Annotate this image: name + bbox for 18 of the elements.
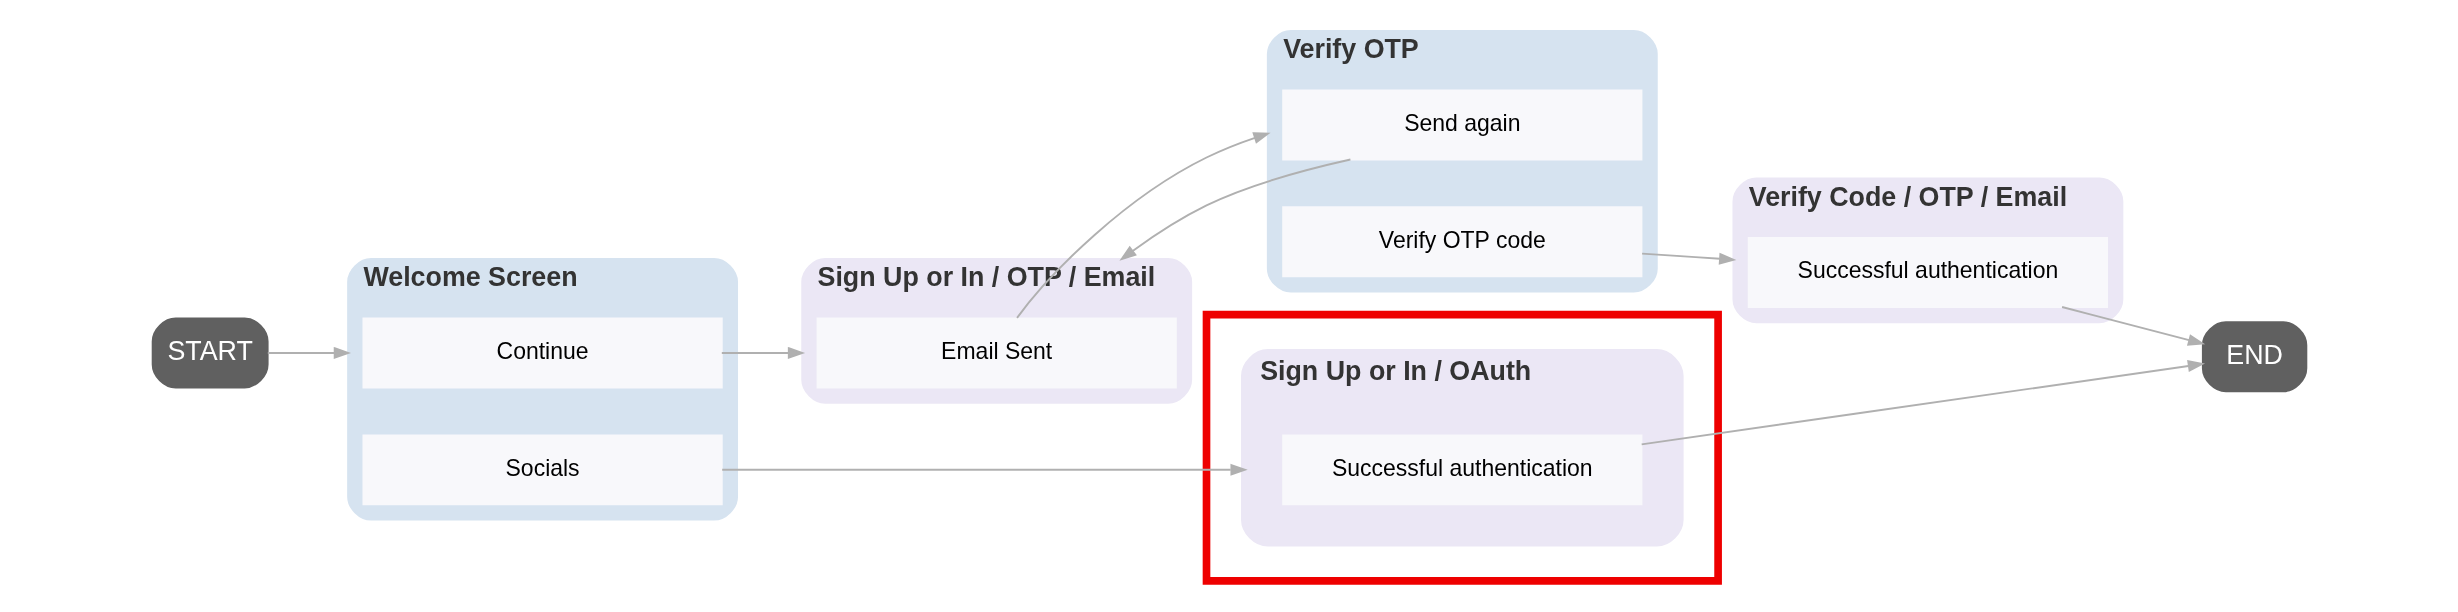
node-box: START xyxy=(151,317,269,389)
arrow xyxy=(720,463,1248,476)
node-box: END xyxy=(2201,321,2307,393)
node-box: Successful authentication xyxy=(1747,237,2108,308)
node-box: Verify OTP code xyxy=(1281,206,1642,278)
arrow xyxy=(2060,306,2205,346)
arrow xyxy=(720,346,805,359)
arrow xyxy=(1640,360,2205,446)
node-box: Socials xyxy=(361,434,723,506)
node-box: Email Sent xyxy=(816,317,1177,389)
node-box: Successful authentication xyxy=(1281,434,1642,506)
arrow xyxy=(1015,132,1271,319)
arrow xyxy=(1118,158,1351,261)
arrow xyxy=(1640,252,1736,265)
cluster xyxy=(1202,310,1722,585)
node-box: Send again xyxy=(1281,89,1642,161)
node-box: Continue xyxy=(361,317,723,389)
arrow xyxy=(266,346,351,359)
